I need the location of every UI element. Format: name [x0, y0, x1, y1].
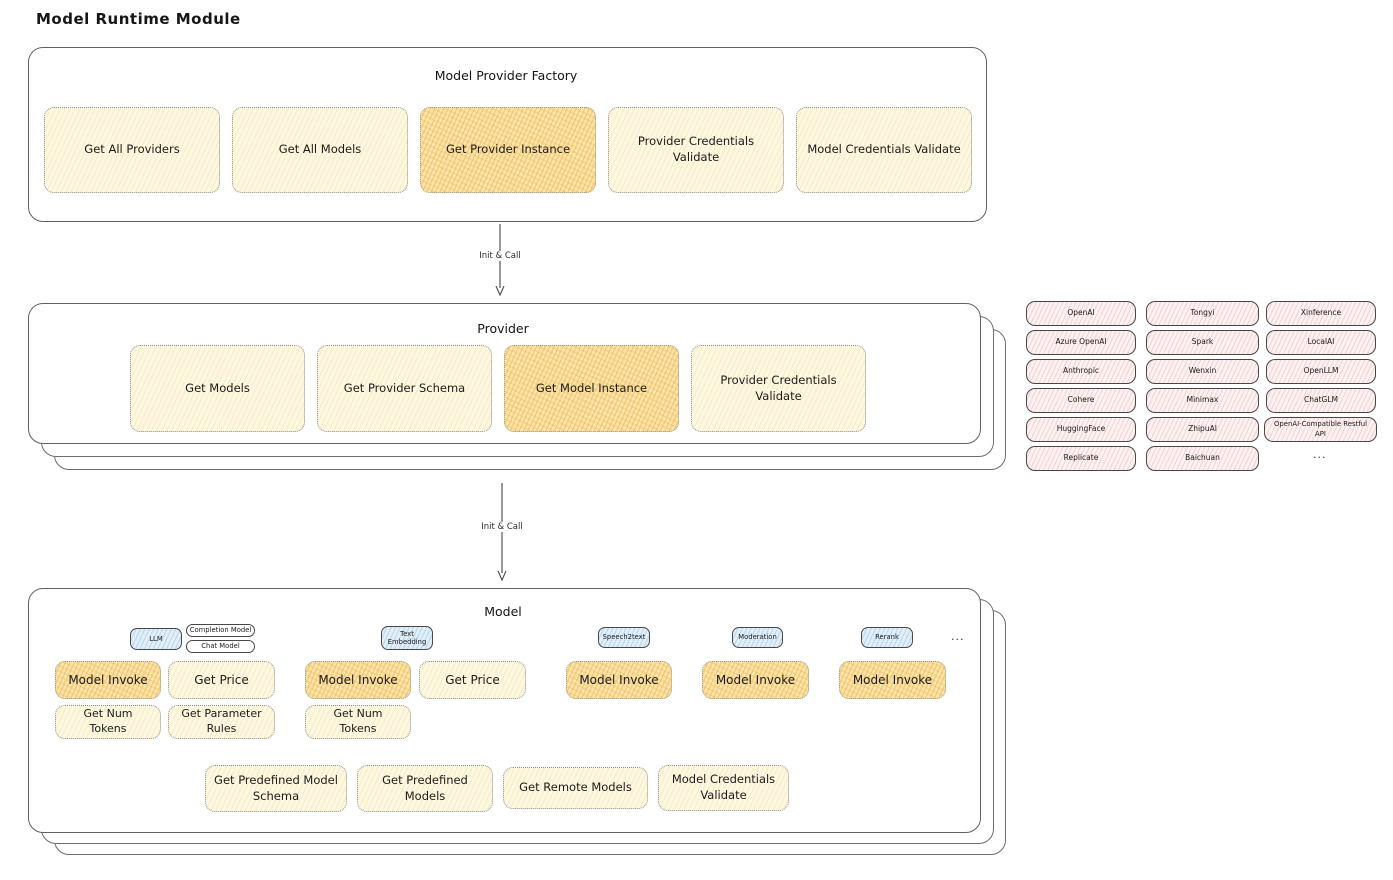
provider-chip-wenxin: Wenxin [1146, 359, 1259, 384]
model-tags-ellipsis: ... [951, 630, 965, 643]
tag-completion-model: Completion Model [186, 624, 255, 637]
provider-box-get-model-instance: Get Model Instance [504, 345, 679, 432]
provider-box-provider-credentials-validate: Provider Credentials Validate [691, 345, 866, 432]
provider-chip-azure-openai: Azure OpenAI [1026, 330, 1136, 355]
provider-chip-minimax: Minimax [1146, 388, 1259, 413]
model-box-llm-get-parameter-rules: Get Parameter Rules [168, 705, 275, 739]
model-box-te-get-num-tokens: Get Num Tokens [305, 705, 411, 739]
provider-chip-tongyi: Tongyi [1146, 301, 1259, 326]
provider-chip-xinference: Xinference [1266, 301, 1376, 326]
provider-title: Provider [477, 321, 529, 336]
model-box-te-get-price: Get Price [419, 661, 526, 699]
model-box-get-predefined-models: Get Predefined Models [357, 765, 493, 812]
model-box-llm-invoke: Model Invoke [55, 661, 161, 699]
tag-chat-model: Chat Model [186, 640, 255, 653]
factory-title: Model Provider Factory [434, 68, 578, 83]
factory-box-provider-credentials-validate: Provider Credentials Validate [608, 107, 784, 193]
model-box-model-credentials-validate: Model Credentials Validate [658, 765, 789, 811]
factory-box-get-all-models: Get All Models [232, 107, 408, 193]
init-call-arrow-2 [497, 483, 507, 581]
tag-moderation: Moderation [732, 627, 783, 648]
provider-chip-localai: LocalAI [1266, 330, 1376, 355]
provider-chip-anthropic: Anthropic [1026, 359, 1136, 384]
tag-text-embedding: Text Embedding [381, 626, 433, 650]
provider-chip-cohere: Cohere [1026, 388, 1136, 413]
tag-speech2text: Speech2text [598, 627, 650, 648]
model-box-rerank-invoke: Model Invoke [839, 661, 946, 699]
tag-rerank: Rerank [861, 627, 913, 648]
init-call-label-1: Init & Call [475, 251, 525, 261]
model-box-get-predefined-model-schema: Get Predefined Model Schema [205, 765, 347, 812]
provider-box-get-models: Get Models [130, 345, 305, 432]
page-title: Model Runtime Module [36, 10, 241, 28]
provider-chip-baichuan: Baichuan [1146, 446, 1259, 471]
provider-box-get-provider-schema: Get Provider Schema [317, 345, 492, 432]
provider-chip-openai-compatible-restful-api: OpenAI-Compatible Restful API [1264, 417, 1377, 442]
model-box-get-remote-models: Get Remote Models [503, 767, 648, 809]
provider-chip-replicate: Replicate [1026, 446, 1136, 471]
provider-chip-openai: OpenAI [1026, 301, 1136, 326]
model-box-llm-get-price: Get Price [168, 661, 275, 699]
provider-chip-chatglm: ChatGLM [1266, 388, 1376, 413]
factory-box-get-provider-instance: Get Provider Instance [420, 107, 596, 193]
model-box-s2t-invoke: Model Invoke [566, 661, 672, 699]
provider-grid-ellipsis: ... [1313, 448, 1327, 461]
model-box-moderation-invoke: Model Invoke [702, 661, 809, 699]
model-title: Model [484, 604, 522, 619]
tag-llm: LLM [130, 628, 182, 650]
model-box-llm-get-num-tokens: Get Num Tokens [55, 705, 161, 739]
provider-chip-spark: Spark [1146, 330, 1259, 355]
provider-chip-zhipuai: ZhipuAI [1146, 417, 1259, 442]
factory-box-get-all-providers: Get All Providers [44, 107, 220, 193]
init-call-label-2: Init & Call [477, 522, 527, 532]
provider-chip-openllm: OpenLLM [1266, 359, 1376, 384]
model-box-te-invoke: Model Invoke [305, 661, 411, 699]
provider-chip-huggingface: HuggingFace [1026, 417, 1136, 442]
factory-box-model-credentials-validate: Model Credentials Validate [796, 107, 972, 193]
